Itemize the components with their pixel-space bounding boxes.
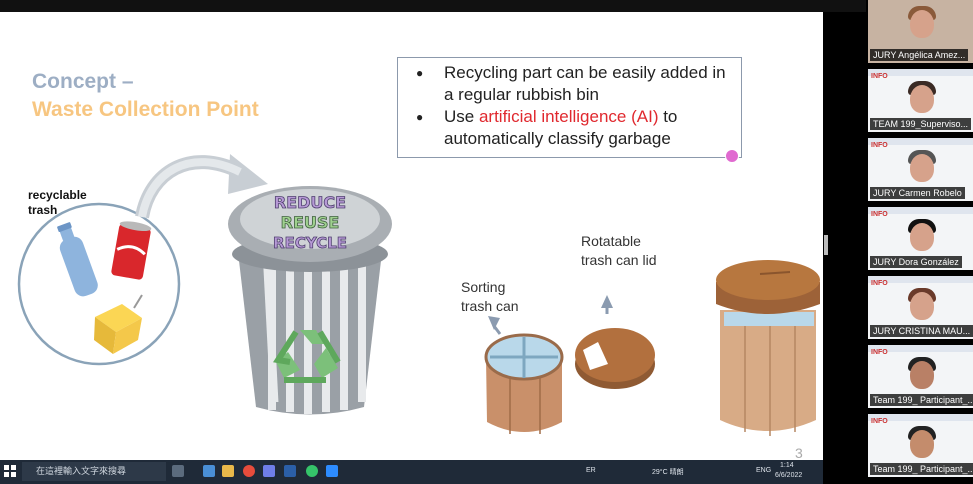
bin-text-reuse: REUSE xyxy=(281,213,340,232)
pointer-dot-icon xyxy=(725,149,739,163)
plastic-bottle-icon xyxy=(57,222,98,297)
bullet-item-2: Use artificial intelligence (AI) to auto… xyxy=(402,106,733,150)
sorting-can-label: Sorting trash can xyxy=(461,279,519,314)
language-indicator[interactable]: ENG xyxy=(756,467,772,474)
participant-strip: JURY Angélica Amez... INFO TEAM 199_Supe… xyxy=(868,0,973,484)
chrome-icon[interactable] xyxy=(243,465,255,477)
discord-icon[interactable] xyxy=(263,465,275,477)
bullet-text-2b: to automatically classify garbage xyxy=(444,107,678,148)
participant-name: TEAM 199_Superviso... xyxy=(870,118,972,130)
taskbar-search-input[interactable]: 在這裡輸入文字來搜尋 xyxy=(22,462,166,481)
steam-icon[interactable] xyxy=(284,465,296,477)
participant-tile[interactable]: INFO Team 199_ Participant_... xyxy=(868,414,973,477)
slide-title-line1: Concept – xyxy=(32,70,134,93)
participant-name: Team 199_ Participant_... xyxy=(870,394,973,406)
zoom-icon[interactable] xyxy=(326,465,338,477)
page-number: 3 xyxy=(795,445,803,460)
recycle-trash-bin xyxy=(228,186,392,415)
recyclable-trash-label: recyclable trash xyxy=(28,188,87,217)
bullet-text-2a: Use xyxy=(444,107,479,126)
task-view-icon[interactable] xyxy=(172,465,184,477)
participant-tile[interactable]: INFO JURY CRISTINA MAU... xyxy=(868,276,973,339)
participant-name: JURY Angélica Amez... xyxy=(870,49,969,61)
participant-tile[interactable]: JURY Angélica Amez... xyxy=(868,0,973,63)
file-explorer-icon[interactable] xyxy=(222,465,234,477)
pointer-arrow-icon xyxy=(488,295,613,335)
keyboard-lang-indicator: ER xyxy=(586,467,596,474)
windows-taskbar: 在這裡輸入文字來搜尋 ER 29°C 晴朗 ENG 1:14 6/6/2022 xyxy=(0,460,823,484)
store-icon[interactable] xyxy=(203,465,215,477)
bullet-box: Recycling part can be easily added in a … xyxy=(397,57,742,163)
slide-illustrations xyxy=(17,154,820,436)
clock-date[interactable]: 6/6/2022 xyxy=(775,472,803,479)
panel-resize-handle[interactable] xyxy=(824,235,828,255)
bin-text-reduce: REDUCE xyxy=(274,193,346,212)
recycle-symbol-icon xyxy=(273,330,341,383)
rotatable-lid-label: Rotatable trash can lid xyxy=(581,233,657,268)
slide-title-line2: Waste Collection Point xyxy=(32,98,259,121)
reduce-reuse-recycle-text: REDUCE REUSE RECYCLE xyxy=(273,193,348,253)
bullet-text-1: Recycling part can be easily added in a … xyxy=(444,63,726,104)
participant-name: JURY Carmen Robelo xyxy=(870,187,965,199)
presentation-slide: Concept – Waste Collection Point Recycli… xyxy=(0,12,823,460)
assembled-trash-can xyxy=(716,260,820,436)
rotatable-lid xyxy=(575,328,655,389)
participant-tile[interactable]: INFO JURY Dora González xyxy=(868,207,973,270)
participant-tile[interactable]: INFO JURY Carmen Robelo xyxy=(868,138,973,201)
window-top-bar xyxy=(0,0,866,12)
bin-text-recycle: RECYCLE xyxy=(273,234,347,252)
participant-name: JURY CRISTINA MAU... xyxy=(870,325,973,337)
soda-can-icon xyxy=(111,221,152,280)
bullet-item-1: Recycling part can be easily added in a … xyxy=(402,62,733,106)
windows-start-icon[interactable] xyxy=(4,465,16,477)
whatsapp-icon[interactable] xyxy=(306,465,318,477)
participant-name: Team 199_ Participant_... xyxy=(870,463,973,475)
participant-tile[interactable]: INFO TEAM 199_Superviso... xyxy=(868,69,973,132)
participant-tile[interactable]: INFO Team 199_ Participant_... xyxy=(868,345,973,408)
weather-widget[interactable]: 29°C 晴朗 xyxy=(652,469,684,476)
clock-time[interactable]: 1:14 xyxy=(780,462,794,469)
sorting-trash-can xyxy=(484,333,564,434)
participant-name: JURY Dora González xyxy=(870,256,962,268)
recyclable-trash-circle xyxy=(17,202,181,366)
ai-highlight-text: artificial intelligence (AI) xyxy=(478,107,659,126)
juice-box-icon xyxy=(94,294,143,354)
